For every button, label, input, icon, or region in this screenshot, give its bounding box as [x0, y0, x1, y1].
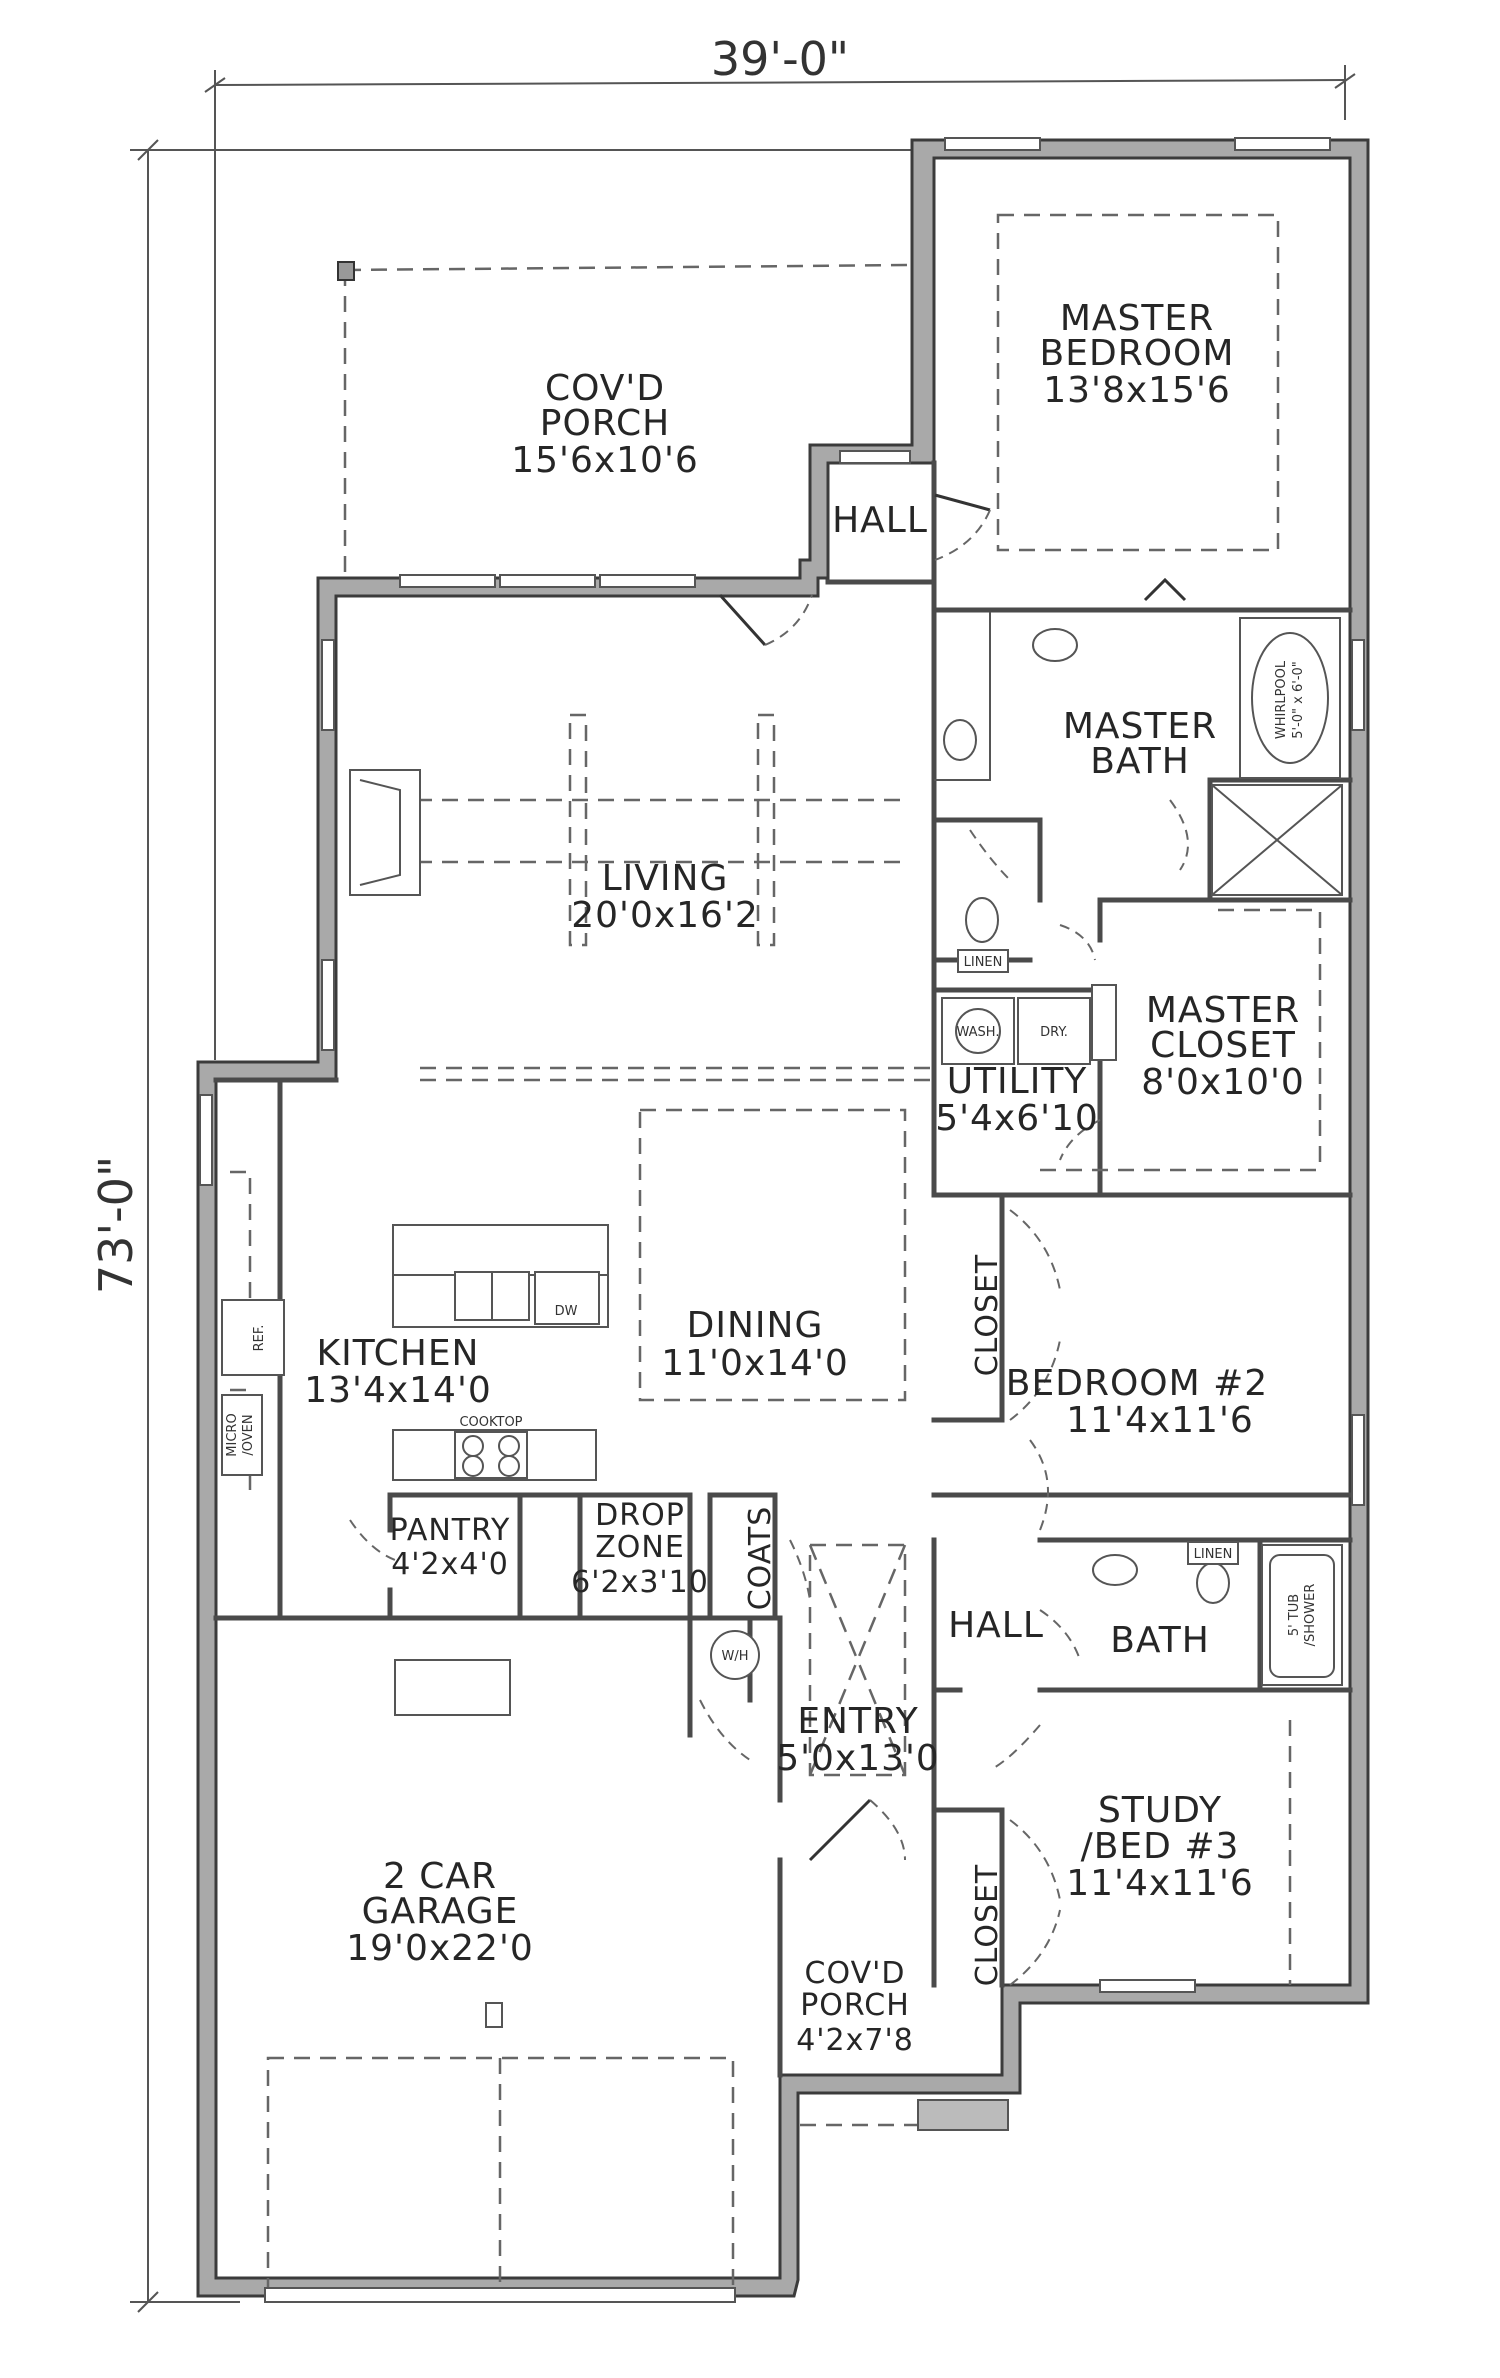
linen-label: LINEN [1194, 1547, 1233, 1562]
bedroom-2-name: BEDROOM #2 [1006, 1363, 1268, 1404]
water-heater-label: W/H [721, 1649, 748, 1664]
utility-name: UTILITY [947, 1061, 1088, 1102]
washer-label: WASH. [957, 1025, 1000, 1040]
kitchen-name: KITCHEN [317, 1333, 480, 1374]
utility-size: 5'4x6'10 [935, 1098, 1099, 1139]
kitchen-size: 13'4x14'0 [304, 1370, 492, 1411]
study-size: 11'4x11'6 [1066, 1863, 1254, 1904]
interior-walls [213, 460, 1353, 2078]
entry-name: ENTRY [797, 1701, 918, 1742]
garage-name-2: GARAGE [362, 1891, 519, 1932]
master-bath-name-1: MASTER [1063, 706, 1217, 747]
front-porch-name-2: PORCH [800, 1988, 910, 2023]
garage-size: 19'0x22'0 [346, 1928, 534, 1969]
fixtures: WHIRLPOOL 5'-0" x 6'-0" LINEN WASH. DRY.… [221, 612, 1343, 2131]
drop-zone-name-2: ZONE [595, 1530, 685, 1565]
toilet-icon [1196, 1562, 1230, 1604]
front-porch-name-1: COV'D [805, 1956, 906, 1991]
master-bedroom-size: 13'8x15'6 [1043, 370, 1231, 411]
pantry-size: 4'2x4'0 [391, 1547, 509, 1582]
tub-label: 5' TUB [1287, 1594, 1302, 1636]
oven-icon [221, 1394, 263, 1476]
tub-icon [1251, 632, 1329, 764]
front-porch-size: 4'2x7'8 [796, 2023, 914, 2058]
oven-label: MICRO [225, 1413, 240, 1456]
cooktop-label: COOKTOP [459, 1415, 522, 1430]
toilet-icon [965, 897, 999, 943]
sink-icon [943, 719, 977, 761]
master-closet-name-1: MASTER [1146, 990, 1300, 1031]
tub-icon [1261, 1544, 1343, 1686]
dimension-lines: 39'-0" 73'-0" [89, 32, 1356, 2313]
master-bedroom-name-1: MASTER [1060, 298, 1214, 339]
bath-name: BATH [1110, 1620, 1210, 1661]
coats-name: COATS [743, 1506, 778, 1611]
front-hall-name: HALL [948, 1605, 1044, 1646]
rear-hall-name: HALL [832, 500, 928, 541]
sink-icon [1032, 628, 1078, 662]
master-closet-size: 8'0x10'0 [1141, 1062, 1305, 1103]
dashed-features [230, 213, 1322, 2298]
dryer-label: DRY. [1040, 1025, 1068, 1040]
exterior-walls [196, 138, 1370, 2298]
master-bedroom-name-2: BEDROOM [1040, 333, 1235, 374]
pantry-name: PANTRY [390, 1513, 511, 1548]
dryer-icon [1017, 997, 1091, 1065]
study-name-2: /BED #3 [1081, 1826, 1240, 1867]
dishwasher-label: DW [555, 1304, 578, 1319]
drop-zone-size: 6'2x3'10 [571, 1565, 709, 1600]
entry-size: 5'0x13'0 [776, 1738, 940, 1779]
living-name: LIVING [602, 858, 729, 899]
sink-icon [1092, 1554, 1138, 1586]
dining-name: DINING [687, 1305, 824, 1346]
bedroom-2-size: 11'4x11'6 [1066, 1400, 1254, 1441]
room-labels: COV'D PORCH 15'6x10'6 MASTER BEDROOM 13'… [304, 298, 1305, 2058]
whirlpool-label: WHIRLPOOL [1274, 660, 1289, 739]
study-closet-name: CLOSET [970, 1864, 1005, 1987]
rear-porch-name-1: COV'D [545, 368, 665, 409]
doors [349, 493, 1189, 1986]
rear-porch-name-2: PORCH [540, 403, 670, 444]
refrigerator-icon [221, 1299, 285, 1376]
depth-dimension: 73'-0" [89, 1156, 143, 1294]
windows [199, 137, 1365, 2303]
rear-porch-size: 15'6x10'6 [511, 440, 699, 481]
whirlpool-size: 5'-0" x 6'-0" [1291, 661, 1306, 739]
oven-label-2: /OVEN [241, 1414, 256, 1455]
dining-size: 11'0x14'0 [661, 1343, 849, 1384]
master-closet-name-2: CLOSET [1150, 1025, 1296, 1066]
bed2-closet-name: CLOSET [970, 1254, 1005, 1377]
refrigerator-label: REF. [252, 1325, 267, 1352]
master-bath-name-2: BATH [1090, 741, 1190, 782]
water-heater-icon [710, 1630, 760, 1680]
living-size: 20'0x16'2 [571, 895, 759, 936]
drop-zone-name-1: DROP [595, 1498, 685, 1533]
tub-label-2: /SHOWER [1303, 1584, 1318, 1647]
study-name-1: STUDY [1098, 1790, 1222, 1831]
width-dimension: 39'-0" [711, 32, 849, 86]
linen-label: LINEN [964, 955, 1003, 970]
garage-name-1: 2 CAR [383, 1856, 497, 1897]
